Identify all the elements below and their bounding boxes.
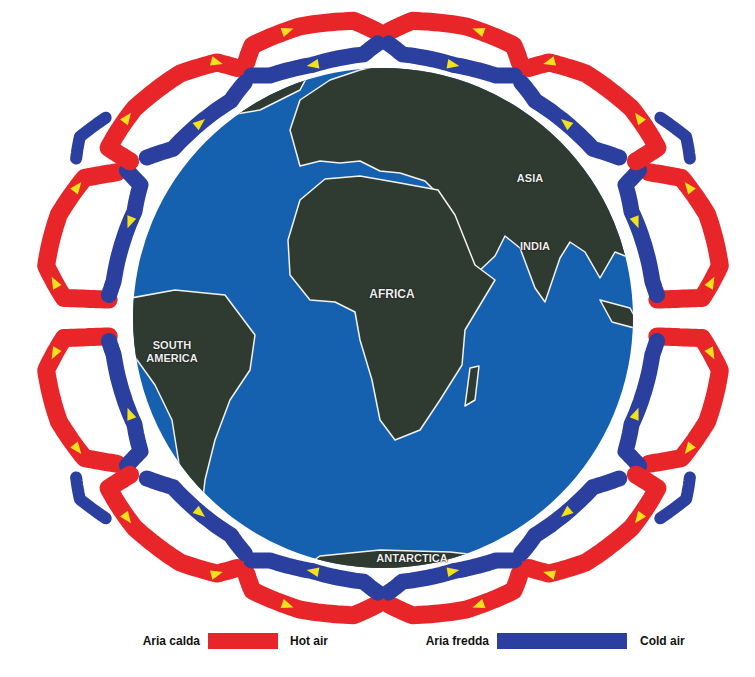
air-band: [147, 479, 245, 554]
air-band: [660, 477, 690, 518]
region-label: INDIA: [520, 240, 550, 253]
region-label: SOUTH AMERICA: [132, 339, 212, 364]
legend-swatch: [497, 633, 627, 649]
south-america-shape: [120, 290, 255, 525]
region-label: ASIA: [517, 172, 543, 185]
region-label: ANTARCTICA: [376, 552, 447, 565]
flow-arrow: [281, 599, 294, 608]
air-cells: [46, 21, 720, 616]
air-band: [521, 479, 619, 554]
africa-shape: [288, 176, 495, 440]
flow-arrow: [127, 408, 136, 421]
flow-arrow: [70, 182, 81, 194]
flow-arrow: [630, 408, 639, 421]
air-band: [521, 83, 619, 158]
flow-arrow: [561, 506, 573, 517]
flow-arrow: [473, 28, 486, 37]
legend-swatch: [208, 633, 278, 649]
air-band: [76, 477, 106, 518]
continents: [120, 50, 660, 595]
air-band: [626, 170, 658, 295]
flow-arrow: [705, 346, 715, 359]
legend-text: Aria calda: [143, 634, 200, 648]
flow-arrow: [543, 56, 556, 65]
flow-arrow: [543, 570, 556, 579]
air-band: [147, 83, 245, 158]
flow-arrow: [210, 56, 223, 65]
madagascar-shape: [465, 366, 479, 406]
flow-arrow: [685, 182, 696, 194]
air-band: [251, 43, 378, 75]
flow-arrow: [52, 346, 62, 359]
air-band: [388, 43, 515, 75]
flow-arrow: [70, 442, 81, 454]
flow-arrow: [120, 113, 131, 126]
flow-arrow: [447, 59, 460, 69]
flow-arrow: [561, 119, 573, 130]
flow-arrow: [447, 568, 460, 578]
flow-arrow: [685, 442, 696, 454]
air-band: [109, 341, 141, 466]
air-band: [626, 341, 658, 466]
air-band: [660, 118, 690, 159]
flow-arrow: [705, 277, 715, 290]
air-band: [251, 560, 378, 592]
region-label: AFRICA: [369, 288, 414, 302]
flow-arrow: [281, 28, 294, 37]
legend-label: Hot air: [290, 634, 328, 648]
flow-arrow: [473, 599, 486, 608]
flow-arrow: [635, 511, 646, 524]
flow-arrow: [193, 506, 205, 517]
air-band: [76, 118, 106, 159]
flow-arrow: [127, 215, 136, 228]
flow-arrow: [120, 511, 131, 524]
flow-arrow: [630, 215, 639, 228]
island-shape: [600, 300, 642, 330]
flow-arrow: [210, 570, 223, 579]
flow-arrow: [52, 277, 62, 290]
flow-arrow: [307, 568, 320, 578]
flow-arrow: [193, 119, 205, 130]
air-band: [388, 560, 515, 592]
legend-label: Cold air: [640, 634, 685, 648]
air-band: [109, 170, 141, 295]
legend-text: Aria fredda: [426, 634, 489, 648]
flow-arrow: [635, 113, 646, 126]
flow-arrow: [307, 59, 320, 69]
